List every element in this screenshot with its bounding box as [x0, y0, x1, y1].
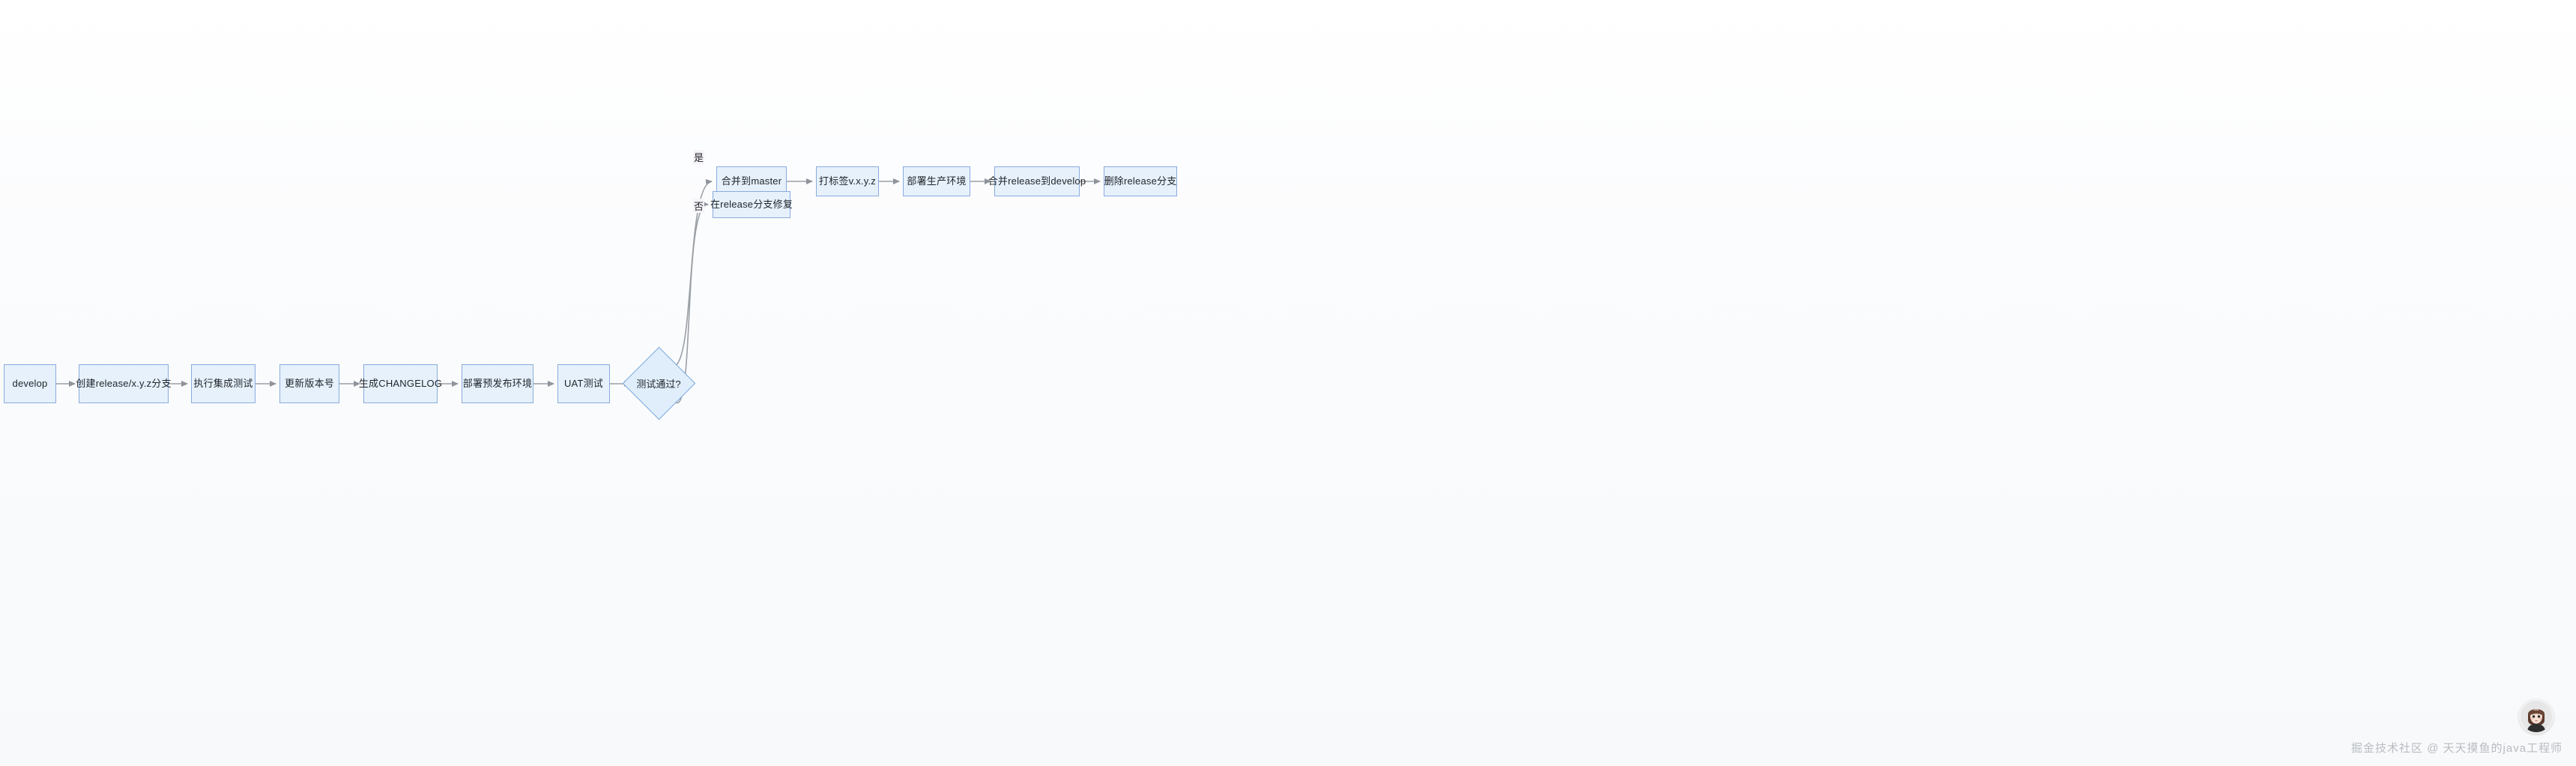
node-fix-on-release-branch[interactable]: 在release分支修复: [710, 191, 793, 218]
node-delete-release-branch[interactable]: 删除release分支: [1104, 166, 1177, 196]
edge-label-yes: 是: [693, 150, 705, 164]
node-deploy-staging[interactable]: 部署预发布环境: [462, 364, 533, 403]
watermark: 掘金技术社区 @ 天天摸鱼的java工程师: [2351, 699, 2563, 756]
edge-label-no: 否: [693, 199, 705, 213]
node-create-tag[interactable]: 打标签v.x.y.z: [816, 166, 879, 196]
avatar: [2519, 699, 2554, 734]
node-test-passed-decision[interactable]: 测试通过?: [622, 346, 695, 420]
node-update-version[interactable]: 更新版本号: [279, 364, 339, 403]
node-generate-changelog[interactable]: 生成CHANGELOG: [359, 364, 442, 403]
node-develop[interactable]: develop: [4, 364, 56, 403]
node-create-release-branch[interactable]: 创建release/x.y.z分支: [76, 364, 172, 403]
node-merge-release-to-develop[interactable]: 合并release到develop: [988, 166, 1086, 196]
node-test-passed-label: 测试通过?: [636, 379, 681, 390]
node-uat-test[interactable]: UAT测试: [557, 364, 610, 403]
node-deploy-production[interactable]: 部署生产环境: [903, 166, 970, 196]
watermark-text: 掘金技术社区 @ 天天摸鱼的java工程师: [2350, 742, 2563, 755]
node-integration-test[interactable]: 执行集成测试: [191, 364, 256, 403]
